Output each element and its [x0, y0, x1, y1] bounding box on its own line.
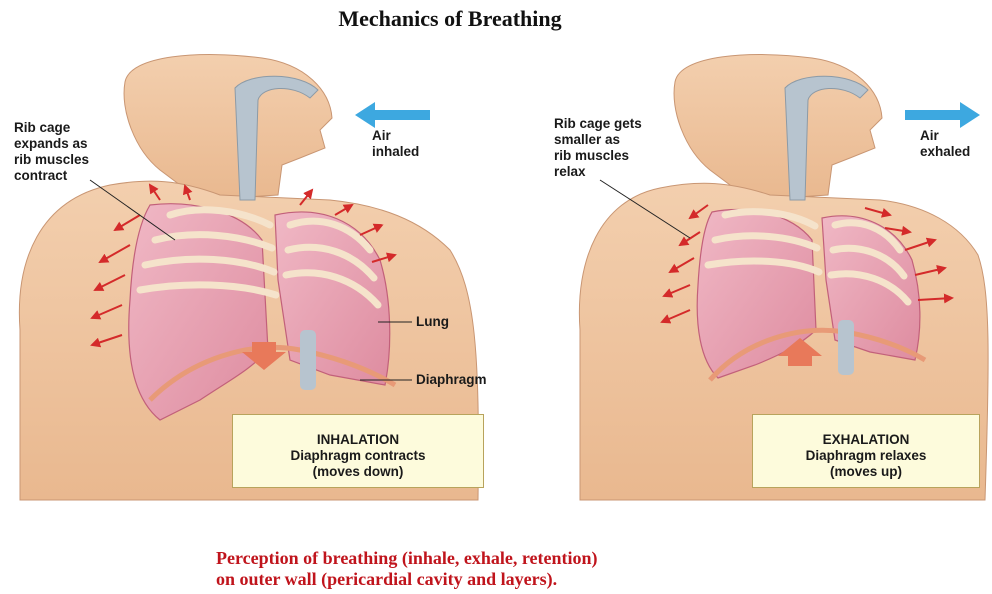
- caption-line: on outer wall (pericardial cavity and la…: [216, 569, 597, 590]
- rib-label-line: smaller as: [554, 132, 642, 148]
- air-label-line: Air: [920, 128, 970, 144]
- exhalation-box: EXHALATION Diaphragm relaxes (moves up): [752, 414, 980, 488]
- rib-label-line: rib muscles: [14, 152, 89, 168]
- lung-label: Lung: [416, 314, 449, 330]
- rib-label-line: Rib cage gets: [554, 116, 642, 132]
- air-exhaled-arrow: [905, 102, 980, 128]
- air-exhaled-label: Air exhaled: [920, 128, 970, 160]
- air-label-line: exhaled: [920, 144, 970, 160]
- inhalation-detail: Diaphragm contracts: [233, 448, 483, 464]
- caption-line: Perception of breathing (inhale, exhale,…: [216, 548, 597, 569]
- air-label-line: Air: [372, 128, 419, 144]
- rib-cage-smaller-label: Rib cage gets smaller as rib muscles rel…: [554, 116, 642, 180]
- air-inhaled-label: Air inhaled: [372, 128, 419, 160]
- diaphragm-label: Diaphragm: [416, 372, 487, 388]
- rib-label-line: expands as: [14, 136, 89, 152]
- inhalation-heading: INHALATION: [233, 432, 483, 448]
- rib-cage-expands-label: Rib cage expands as rib muscles contract: [14, 120, 89, 184]
- exhalation-heading: EXHALATION: [753, 432, 979, 448]
- exhalation-detail: Diaphragm relaxes: [753, 448, 979, 464]
- rib-label-line: rib muscles: [554, 148, 642, 164]
- caption: Perception of breathing (inhale, exhale,…: [216, 548, 597, 590]
- inhalation-box: INHALATION Diaphragm contracts (moves do…: [232, 414, 484, 488]
- air-inhaled-arrow: [355, 102, 430, 128]
- air-label-line: inhaled: [372, 144, 419, 160]
- rib-label-line: Rib cage: [14, 120, 89, 136]
- exhalation-detail: (moves up): [753, 464, 979, 480]
- inhalation-detail: (moves down): [233, 464, 483, 480]
- rib-label-line: contract: [14, 168, 89, 184]
- rib-label-line: relax: [554, 164, 642, 180]
